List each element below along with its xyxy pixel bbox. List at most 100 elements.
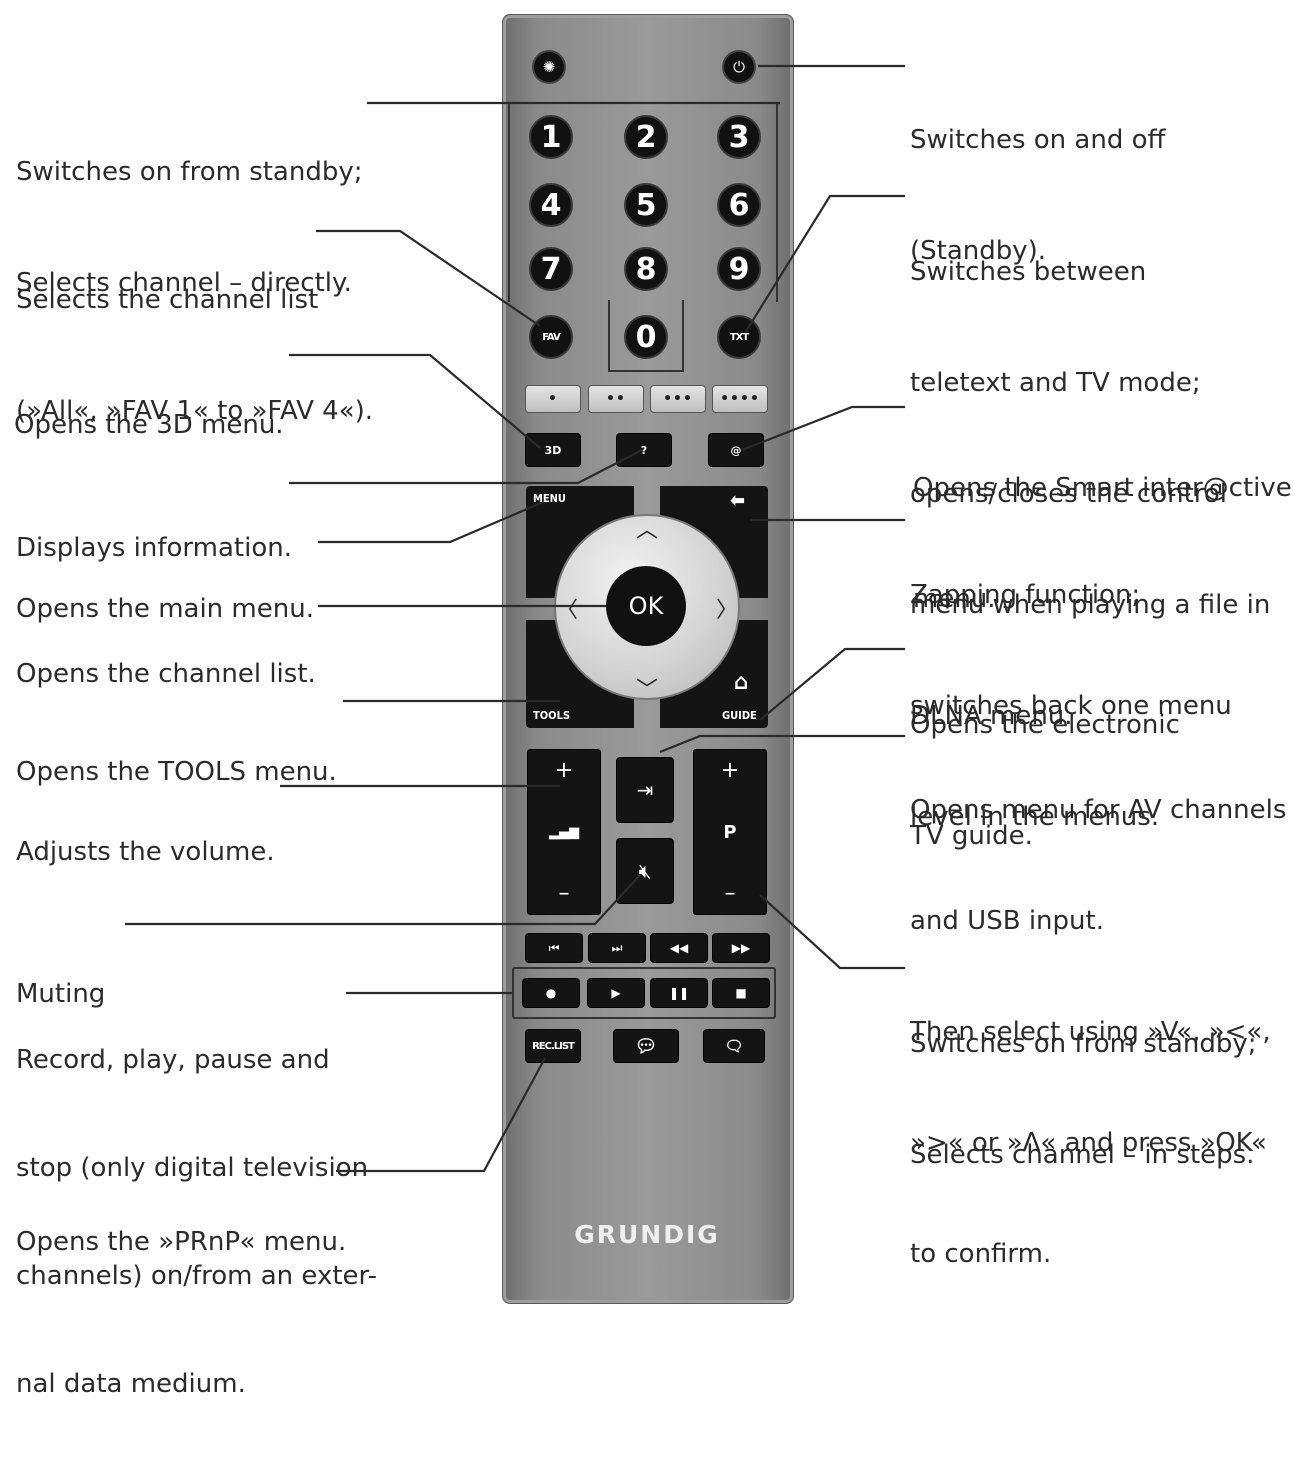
note-line: Adjusts the volume. <box>16 837 275 867</box>
power-icon[interactable]: ⏻ <box>722 50 756 84</box>
number-button-1[interactable]: 1 <box>529 115 573 159</box>
note-av-usb: Opens menu for AV channels and USB input… <box>910 718 1286 1347</box>
chevron-right-icon[interactable]: 〉 <box>716 598 739 623</box>
home-icon: ⌂ <box>734 670 749 695</box>
color-button-yellow[interactable]: ••• <box>650 385 706 413</box>
note-line: Opens the »PRnP« menu. <box>16 1227 347 1257</box>
volume-rocker[interactable]: + ▂▄▆ – <box>527 749 601 915</box>
note-line: Switches on from standby; <box>910 1029 1257 1059</box>
number-button-3[interactable]: 3 <box>717 115 761 159</box>
note-volume: Adjusts the volume. <box>16 760 275 945</box>
note-smart: Opens the Smart inter@ctive menu. <box>913 396 1292 692</box>
note-line: and USB input. <box>910 906 1104 936</box>
note-power: Switches on and off (Standby). <box>910 48 1165 344</box>
back-arrow-icon: ⬅ <box>730 488 746 512</box>
subtitle-icon[interactable]: 🗨︎ <box>703 1029 765 1063</box>
note-line: Switches on and off <box>910 125 1166 155</box>
light-icon[interactable]: ✺ <box>532 50 566 84</box>
fast-forward-icon[interactable]: ▶▶ <box>712 933 770 963</box>
note-main-menu: Opens the main menu. <box>16 517 314 702</box>
note-line: menu. <box>913 584 996 614</box>
number-button-7[interactable]: 7 <box>529 247 573 291</box>
media-frame <box>512 967 776 1019</box>
chevron-down-icon[interactable]: ﹀ <box>636 678 659 703</box>
note-line: Opens the electronic <box>910 710 1180 740</box>
note-line: Opens the main menu. <box>16 594 314 624</box>
source-icon[interactable]: ⇥ <box>616 757 674 823</box>
next-icon[interactable]: ⏭ <box>588 933 646 963</box>
volume-bars-icon: ▂▄▆ <box>549 824 579 840</box>
rewind-icon[interactable]: ◀◀ <box>650 933 708 963</box>
note-zapping: Zapping function; switches back one menu… <box>910 503 1232 910</box>
note-info: Displays information. <box>16 456 292 641</box>
note-line: Switches on from standby; <box>16 157 363 187</box>
note-line: Selects channel – in steps. <box>910 1140 1255 1170</box>
note-epg: Opens the electronic TV guide. <box>910 633 1180 929</box>
note-teletext: Switches between teletext and TV mode; o… <box>910 180 1270 809</box>
number-button-2[interactable]: 2 <box>624 115 668 159</box>
reclist-button[interactable]: REC.LIST <box>525 1029 581 1063</box>
pause-icon[interactable]: ❚❚ <box>650 978 708 1008</box>
stop-icon[interactable]: ■ <box>712 978 770 1008</box>
note-prnp: Opens the »PRnP« menu. <box>16 1150 346 1335</box>
record-icon[interactable]: ● <box>522 978 580 1008</box>
note-line: Muting <box>16 979 106 1009</box>
note-line: Zapping function; <box>910 580 1141 610</box>
smart-button[interactable]: @ <box>708 433 764 467</box>
volume-minus-label: – <box>558 881 570 906</box>
number-button-9[interactable]: 9 <box>717 247 761 291</box>
color-button-red[interactable]: • <box>525 385 581 413</box>
note-channel-list: Opens the channel list. <box>16 582 316 767</box>
note-muting: Muting <box>16 902 105 1087</box>
mute-icon[interactable]: 🔇︎ <box>616 838 674 904</box>
note-line: Selects the channel list <box>16 285 319 315</box>
note-line: Opens menu for AV channels <box>910 795 1287 825</box>
play-icon[interactable]: ▶ <box>587 978 645 1008</box>
note-line: channels) on/from an exter- <box>16 1261 377 1291</box>
zero-frame <box>608 300 684 372</box>
number-button-6[interactable]: 6 <box>717 183 761 227</box>
button-3d[interactable]: 3D <box>525 433 581 467</box>
color-button-green[interactable]: •• <box>588 385 644 413</box>
txt-button[interactable]: TXT <box>717 315 761 359</box>
channel-plus-label: + <box>720 758 740 783</box>
guide-label: GUIDE <box>722 709 757 722</box>
note-line: Opens the channel list. <box>16 659 316 689</box>
chat-icon[interactable]: 💬︎ <box>613 1029 679 1063</box>
number-button-0[interactable]: 0 <box>624 315 668 359</box>
note-line: Opens the Smart inter@ctive <box>913 473 1292 503</box>
brand-logo: GRUNDIG <box>574 1220 720 1249</box>
chevron-left-icon[interactable]: 〈 <box>556 598 579 623</box>
color-button-blue[interactable]: •••• <box>712 385 768 413</box>
tools-label: TOOLS <box>533 709 571 722</box>
note-line: Opens the 3D menu. <box>14 410 284 440</box>
note-menu-3d: Opens the 3D menu. <box>14 333 284 518</box>
note-line: Switches between <box>910 257 1147 287</box>
channel-rocker[interactable]: + P – <box>693 749 767 915</box>
channel-p-label: P <box>723 821 737 843</box>
number-button-8[interactable]: 8 <box>624 247 668 291</box>
number-button-5[interactable]: 5 <box>624 183 668 227</box>
note-line: (Standby). <box>910 236 1047 266</box>
channel-minus-label: – <box>724 881 736 906</box>
note-tools-menu: Opens the TOOLS menu. <box>16 680 337 865</box>
chevron-up-icon[interactable]: ︿ <box>636 518 659 543</box>
remote-diagram: ✺ ⏻ 1 2 3 4 5 6 7 8 9 FAV 0 TXT • •• •••… <box>14 14 1292 1399</box>
note-line: teletext and TV mode; <box>910 368 1201 398</box>
previous-icon[interactable]: ⏮ <box>525 933 583 963</box>
note-line: DLNA menu. <box>910 701 1073 731</box>
number-button-4[interactable]: 4 <box>529 183 573 227</box>
note-line: »>« or »Λ« and press »OK« <box>910 1128 1267 1158</box>
note-line: Displays information. <box>16 533 292 563</box>
note-line: opens/closes the control <box>910 479 1228 509</box>
note-line: to confirm. <box>910 1239 1052 1269</box>
note-line: menu when playing a file in <box>910 590 1271 620</box>
note-line: TV guide. <box>910 821 1033 851</box>
ok-button[interactable]: OK <box>606 566 686 646</box>
fav-button[interactable]: FAV <box>529 315 573 359</box>
note-line: switches back one menu <box>910 691 1232 721</box>
note-steps: Switches on from standby; Selects channe… <box>910 952 1257 1248</box>
note-line: level in the menus. <box>910 802 1160 832</box>
note-line: Opens the TOOLS menu. <box>16 757 337 787</box>
info-button[interactable]: ? <box>616 433 672 467</box>
